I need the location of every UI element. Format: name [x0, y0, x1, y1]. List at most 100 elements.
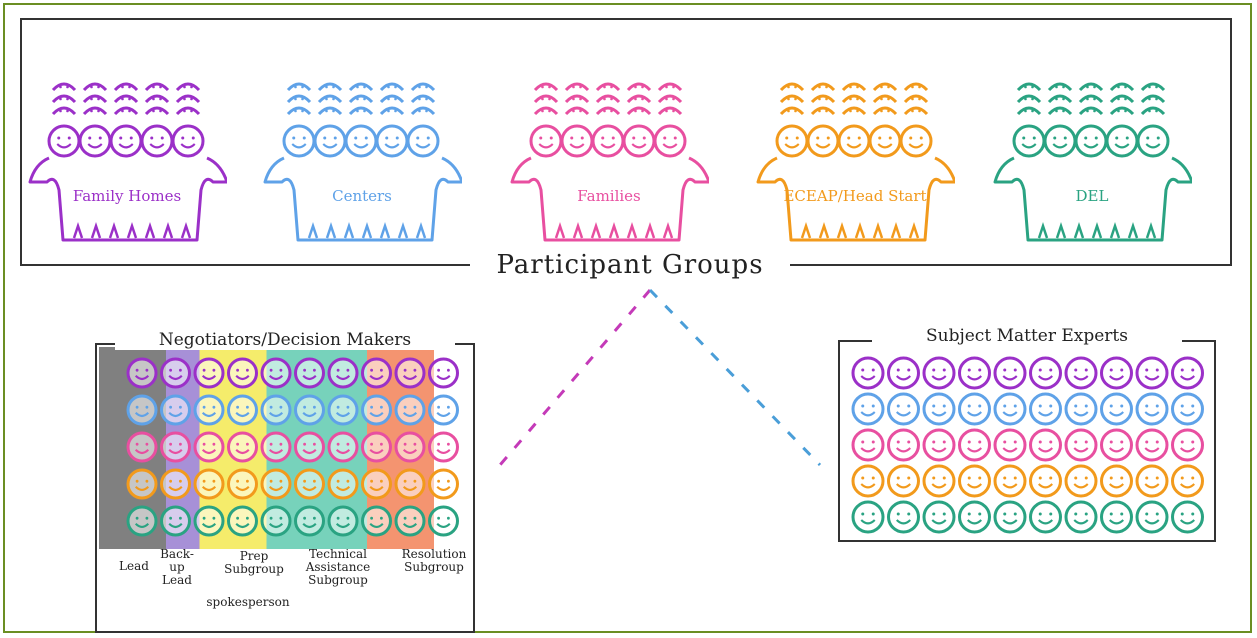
subject-matter-experts-box — [838, 340, 1216, 542]
crowd-head-back — [1109, 94, 1135, 104]
crowd-legs — [572, 222, 584, 239]
smiley-face-icon — [394, 394, 426, 426]
crowd-legs — [590, 222, 602, 239]
smiley-face-icon — [294, 505, 325, 537]
crowd-eye — [1031, 85, 1034, 89]
crowd-legs — [554, 222, 566, 239]
smiley-face-icon — [1136, 124, 1170, 158]
crowd-eye — [90, 97, 93, 101]
crowd-head-back — [533, 106, 559, 116]
crowd-eye — [418, 97, 421, 101]
crowd-eye — [1062, 109, 1065, 113]
crowd-head-back — [175, 82, 201, 92]
smiley-face-icon — [775, 124, 809, 158]
smiley-face-icon — [327, 468, 359, 500]
crowd-eye — [1055, 85, 1058, 89]
crowd-eye — [190, 109, 193, 113]
families-crowd-icon — [510, 82, 709, 242]
face-backdrop — [161, 470, 190, 498]
crowd-eye — [665, 85, 668, 89]
smiley-face-icon — [294, 394, 325, 426]
smiley-face-icon — [922, 392, 956, 426]
smiley-face-icon — [428, 394, 459, 426]
smiley-face-icon — [887, 392, 920, 426]
smiley-face-icon — [140, 124, 174, 158]
face-backdrop — [396, 396, 424, 424]
crowd-head-back — [113, 94, 139, 104]
crowd-eye — [394, 85, 397, 89]
crowd-eye — [918, 97, 921, 101]
crowd-eye — [887, 97, 890, 101]
crowd-eye — [363, 109, 366, 113]
crowd-legs — [397, 222, 409, 239]
face-backdrop — [329, 470, 357, 498]
smiley-face-icon — [327, 394, 359, 426]
smiley-face-icon — [361, 431, 392, 463]
smiley-face-icon — [851, 392, 885, 426]
smiley-face-icon — [1105, 124, 1139, 158]
crowd-head-back — [317, 94, 343, 104]
face-backdrop — [295, 470, 324, 498]
crowd-eye — [665, 109, 668, 113]
smiley-face-icon — [851, 500, 885, 534]
crowd-head-back — [626, 94, 652, 104]
crowd-head-back — [810, 82, 836, 92]
crowd-legs — [90, 222, 102, 239]
crowd-eye — [425, 85, 428, 89]
crowd-eye — [425, 109, 428, 113]
crowd-eye — [641, 109, 644, 113]
group-del: DEL — [992, 78, 1192, 258]
crowd-eye — [418, 109, 421, 113]
face-backdrop — [295, 433, 324, 461]
smiley-face-icon — [160, 357, 191, 389]
smiley-face-icon — [78, 124, 112, 158]
del-crowd-icon — [993, 82, 1192, 242]
crowd-eye — [190, 85, 193, 89]
smiley-face-icon — [560, 124, 594, 158]
face-backdrop — [128, 470, 156, 498]
crowd-eye — [1155, 85, 1158, 89]
smiley-face-icon — [922, 428, 956, 462]
face-backdrop — [228, 507, 257, 535]
crowd-eye — [849, 85, 852, 89]
face-backdrop — [362, 507, 391, 535]
face-backdrop — [262, 396, 290, 424]
crowd-eye — [634, 109, 637, 113]
crowd-eye — [152, 97, 155, 101]
smiley-face-icon — [1100, 428, 1133, 462]
smiley-face-icon — [260, 468, 292, 500]
crowd-eye — [548, 97, 551, 101]
crowd-head-back — [348, 106, 374, 116]
crowd-head-back — [564, 94, 590, 104]
crowd-eye — [159, 97, 162, 101]
smiley-face-icon — [993, 464, 1027, 498]
smiley-face-icon — [806, 124, 840, 158]
face-backdrop — [329, 433, 357, 461]
smiley-face-icon — [126, 468, 158, 500]
crowd-head-back — [657, 94, 683, 104]
smiley-face-icon — [327, 357, 359, 389]
smiley-face-icon — [227, 357, 258, 389]
crowd-head-back — [595, 82, 621, 92]
crowd-eye — [818, 85, 821, 89]
dashed-connector — [498, 288, 822, 467]
crowd-legs — [662, 222, 674, 239]
crowd-legs — [361, 222, 373, 239]
crowd-head-back — [1078, 94, 1104, 104]
crowd-eye — [787, 97, 790, 101]
crowd-head-back — [841, 106, 867, 116]
label-resolution-subgroup: Resolution Subgroup — [401, 547, 467, 574]
crowd-body-outline — [28, 156, 227, 242]
crowd-head-back — [1140, 82, 1166, 92]
smiley-face-icon — [958, 428, 991, 462]
crowd-head-back — [286, 94, 312, 104]
crowd-head-back — [286, 106, 312, 116]
smiley-face-icon — [958, 500, 991, 534]
crowd-eye — [183, 97, 186, 101]
crowd-head-back — [810, 106, 836, 116]
crowd-eye — [1093, 97, 1096, 101]
smiley-face-icon — [294, 468, 325, 500]
smiley-face-icon — [260, 394, 292, 426]
face-backdrop — [161, 359, 190, 387]
crowd-eye — [59, 109, 62, 113]
